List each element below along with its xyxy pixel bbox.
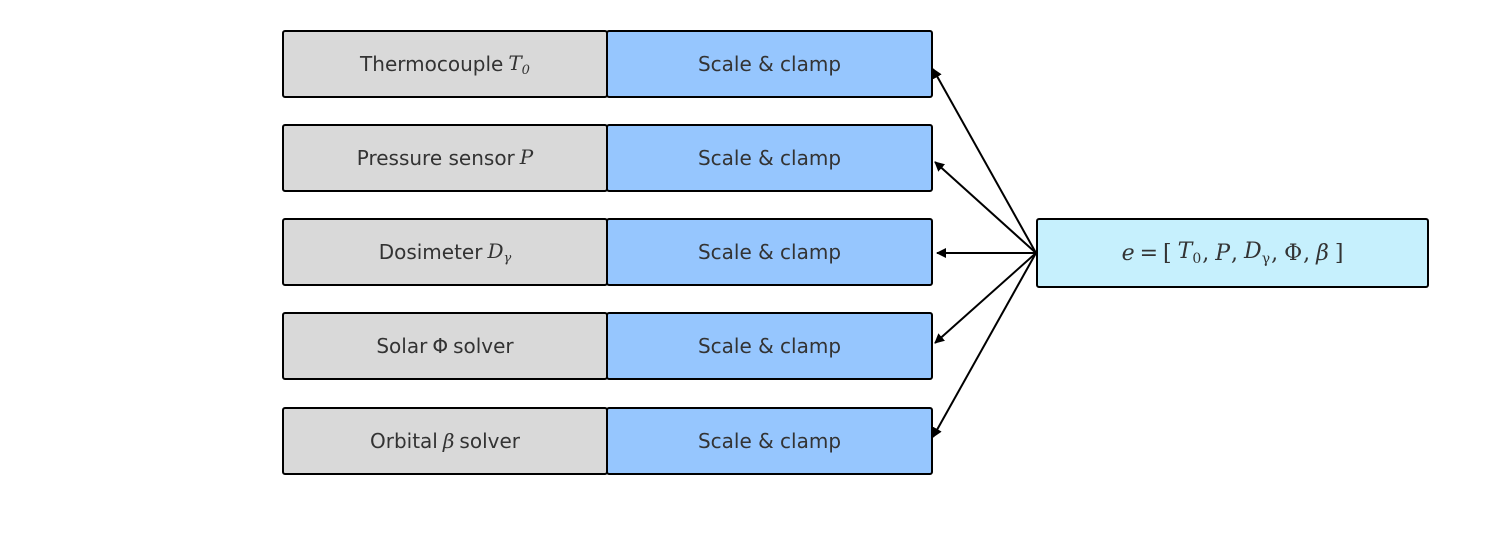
source-box-orbital-solver: Orbital β solver [282,407,608,475]
source-symbol: T0 [508,50,530,78]
state-vector-box: e = [ T0 , P , Dγ , Φ , β ] [1036,218,1429,288]
source-box-thermocouple: Thermocouple T0 [282,30,608,98]
arrow-to-row-2 [934,161,1037,254]
arrow-to-row-4 [934,252,1037,344]
source-label-suffix: solver [453,334,514,358]
stage-label: Scale & clamp [697,52,842,76]
source-label-suffix: solver [459,429,520,453]
vector-lhs: e [1121,240,1135,266]
vector-item-p: P [1215,240,1231,266]
pipeline-row: Solar Φ solver Scale & clamp [282,312,933,380]
vector-item-phi: Φ [1284,240,1303,266]
arrow-to-row-1 [932,68,1037,254]
vector-item-t0: T0 [1177,239,1202,267]
vector-separator: , [1271,240,1279,266]
pipeline-row: Pressure sensor P Scale & clamp [282,124,933,192]
vector-separator: , [1303,240,1311,266]
pipeline-row: Orbital β solver Scale & clamp [282,407,933,475]
scale-clamp-box: Scale & clamp [606,30,933,98]
scale-clamp-box: Scale & clamp [606,218,933,286]
source-box-solar-solver: Solar Φ solver [282,312,608,380]
source-label: Dosimeter [378,240,483,264]
source-symbol: β [442,429,455,453]
vector-separator: , [1202,240,1210,266]
vector-item-beta: β [1316,240,1329,266]
vector-equals: = [1139,240,1159,266]
source-label: Orbital [369,429,438,453]
pipeline-row: Dosimeter Dγ Scale & clamp [282,218,933,286]
vector-separator: , [1231,240,1239,266]
scale-clamp-box: Scale & clamp [606,124,933,192]
scale-clamp-box: Scale & clamp [606,407,933,475]
source-label: Thermocouple [360,52,504,76]
stage-label: Scale & clamp [697,334,842,358]
source-box-pressure-sensor: Pressure sensor P [282,124,608,192]
source-symbol: Dγ [487,238,512,266]
scale-clamp-box: Scale & clamp [606,312,933,380]
source-box-dosimeter: Dosimeter Dγ [282,218,608,286]
stage-label: Scale & clamp [697,429,842,453]
source-symbol: P [519,144,534,169]
arrow-to-row-5 [932,252,1037,438]
source-label: Solar [376,334,428,358]
vector-close-bracket: ] [1334,240,1344,266]
stage-label: Scale & clamp [697,240,842,264]
vector-open-bracket: [ [1163,240,1172,266]
stage-label: Scale & clamp [697,146,842,170]
source-label: Pressure sensor [356,146,515,170]
source-symbol: Φ [432,334,449,358]
pipeline-row: Thermocouple T0 Scale & clamp [282,30,933,98]
vector-item-dgamma: Dγ [1244,239,1271,267]
